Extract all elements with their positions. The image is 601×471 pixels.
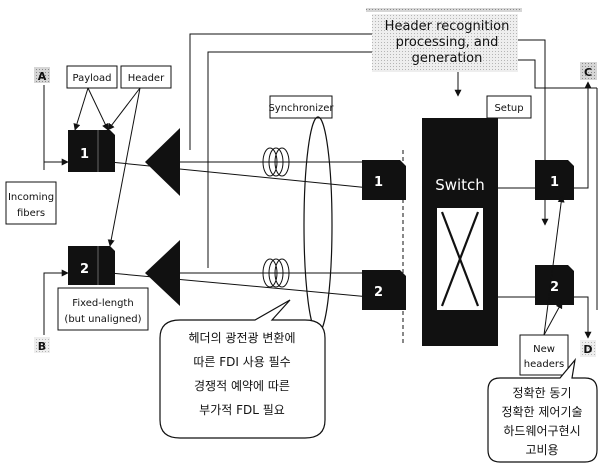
sync-note-line1: 헤더의 광전광 변환에 (189, 331, 296, 345)
demux-triangles (145, 128, 180, 306)
header-recognition-line1: Header recognition (385, 19, 510, 34)
svg-text:Payload: Payload (73, 73, 112, 84)
sync-note-callout: 헤더의 광전광 변환에 따른 FDI 사용 필수 경쟁적 예약에 따른 부가적 … (159, 299, 326, 439)
input-packet-2: 2 (68, 246, 115, 285)
sync-note-line4: 부가적 FDL 필요 (199, 403, 285, 417)
fiber-delay-coil-2 (262, 258, 290, 288)
svg-text:Setup: Setup (494, 103, 523, 114)
incoming-fibers-label: Incoming fibers (5, 181, 57, 225)
svg-text:Fixed-length: Fixed-length (72, 298, 133, 309)
svg-text:2: 2 (80, 262, 89, 277)
port-c: C (580, 62, 597, 80)
port-b: B (34, 337, 50, 353)
sync-packet-2: 2 (362, 270, 406, 310)
control-note-line4: 고비용 (525, 443, 558, 457)
fiber-lines (109, 81, 592, 339)
svg-text:A: A (38, 70, 47, 83)
control-note-line2: 정확한 제어기술 (501, 405, 582, 419)
payload-header-pointers (73, 87, 141, 247)
svg-text:B: B (38, 340, 46, 353)
payload-label: Payload (66, 65, 118, 89)
svg-text:1: 1 (550, 175, 559, 190)
svg-text:Synchronizer: Synchronizer (268, 103, 334, 114)
port-d: D (580, 340, 596, 357)
control-note-line3: 하드웨어구현시 (503, 424, 580, 438)
header-recognition-box: Header recognition processing, and gener… (366, 8, 522, 72)
output-packet-2: 2 (535, 265, 574, 305)
svg-text:headers: headers (524, 359, 564, 370)
svg-text:2: 2 (374, 285, 383, 300)
new-headers-label: New headers (519, 334, 569, 376)
new-headers-pointers (543, 195, 565, 336)
setup-label: Setup (486, 95, 532, 119)
svg-text:(but unaligned): (but unaligned) (64, 314, 141, 325)
header-recognition-line2: processing, and (396, 35, 499, 50)
header-label: Header (120, 65, 172, 89)
header-recognition-line3: generation (412, 51, 483, 66)
svg-text:1: 1 (80, 147, 89, 162)
synchronizer-ellipse (303, 116, 333, 334)
sync-note-line2: 따른 FDI 사용 필수 (193, 355, 290, 369)
switch-block: Switch (422, 118, 498, 346)
sync-packet-1: 1 (362, 160, 406, 200)
switch-label: Switch (435, 176, 485, 194)
svg-text:1: 1 (374, 175, 383, 190)
svg-text:D: D (583, 343, 592, 356)
svg-text:Incoming: Incoming (8, 192, 54, 203)
input-packet-1: 1 (68, 130, 115, 172)
control-note-callout: 정확한 동기 정확한 제어기술 하드웨어구현시 고비용 (487, 357, 598, 463)
svg-text:C: C (584, 66, 592, 79)
sync-note-line3: 경쟁적 예약에 따른 (194, 378, 290, 393)
fiber-delay-coil-1 (262, 147, 290, 177)
svg-text:fibers: fibers (17, 208, 45, 219)
control-note-line1: 정확한 동기 (512, 386, 571, 400)
svg-text:New: New (533, 344, 555, 355)
synchronizer-label: Synchronizer (268, 95, 334, 119)
port-a: A (34, 67, 50, 83)
output-packet-1: 1 (535, 160, 574, 200)
svg-text:2: 2 (550, 280, 559, 295)
svg-text:Header: Header (128, 73, 165, 84)
incoming-arrows (43, 85, 69, 335)
fixed-length-label: Fixed-length (but unaligned) (57, 287, 149, 331)
